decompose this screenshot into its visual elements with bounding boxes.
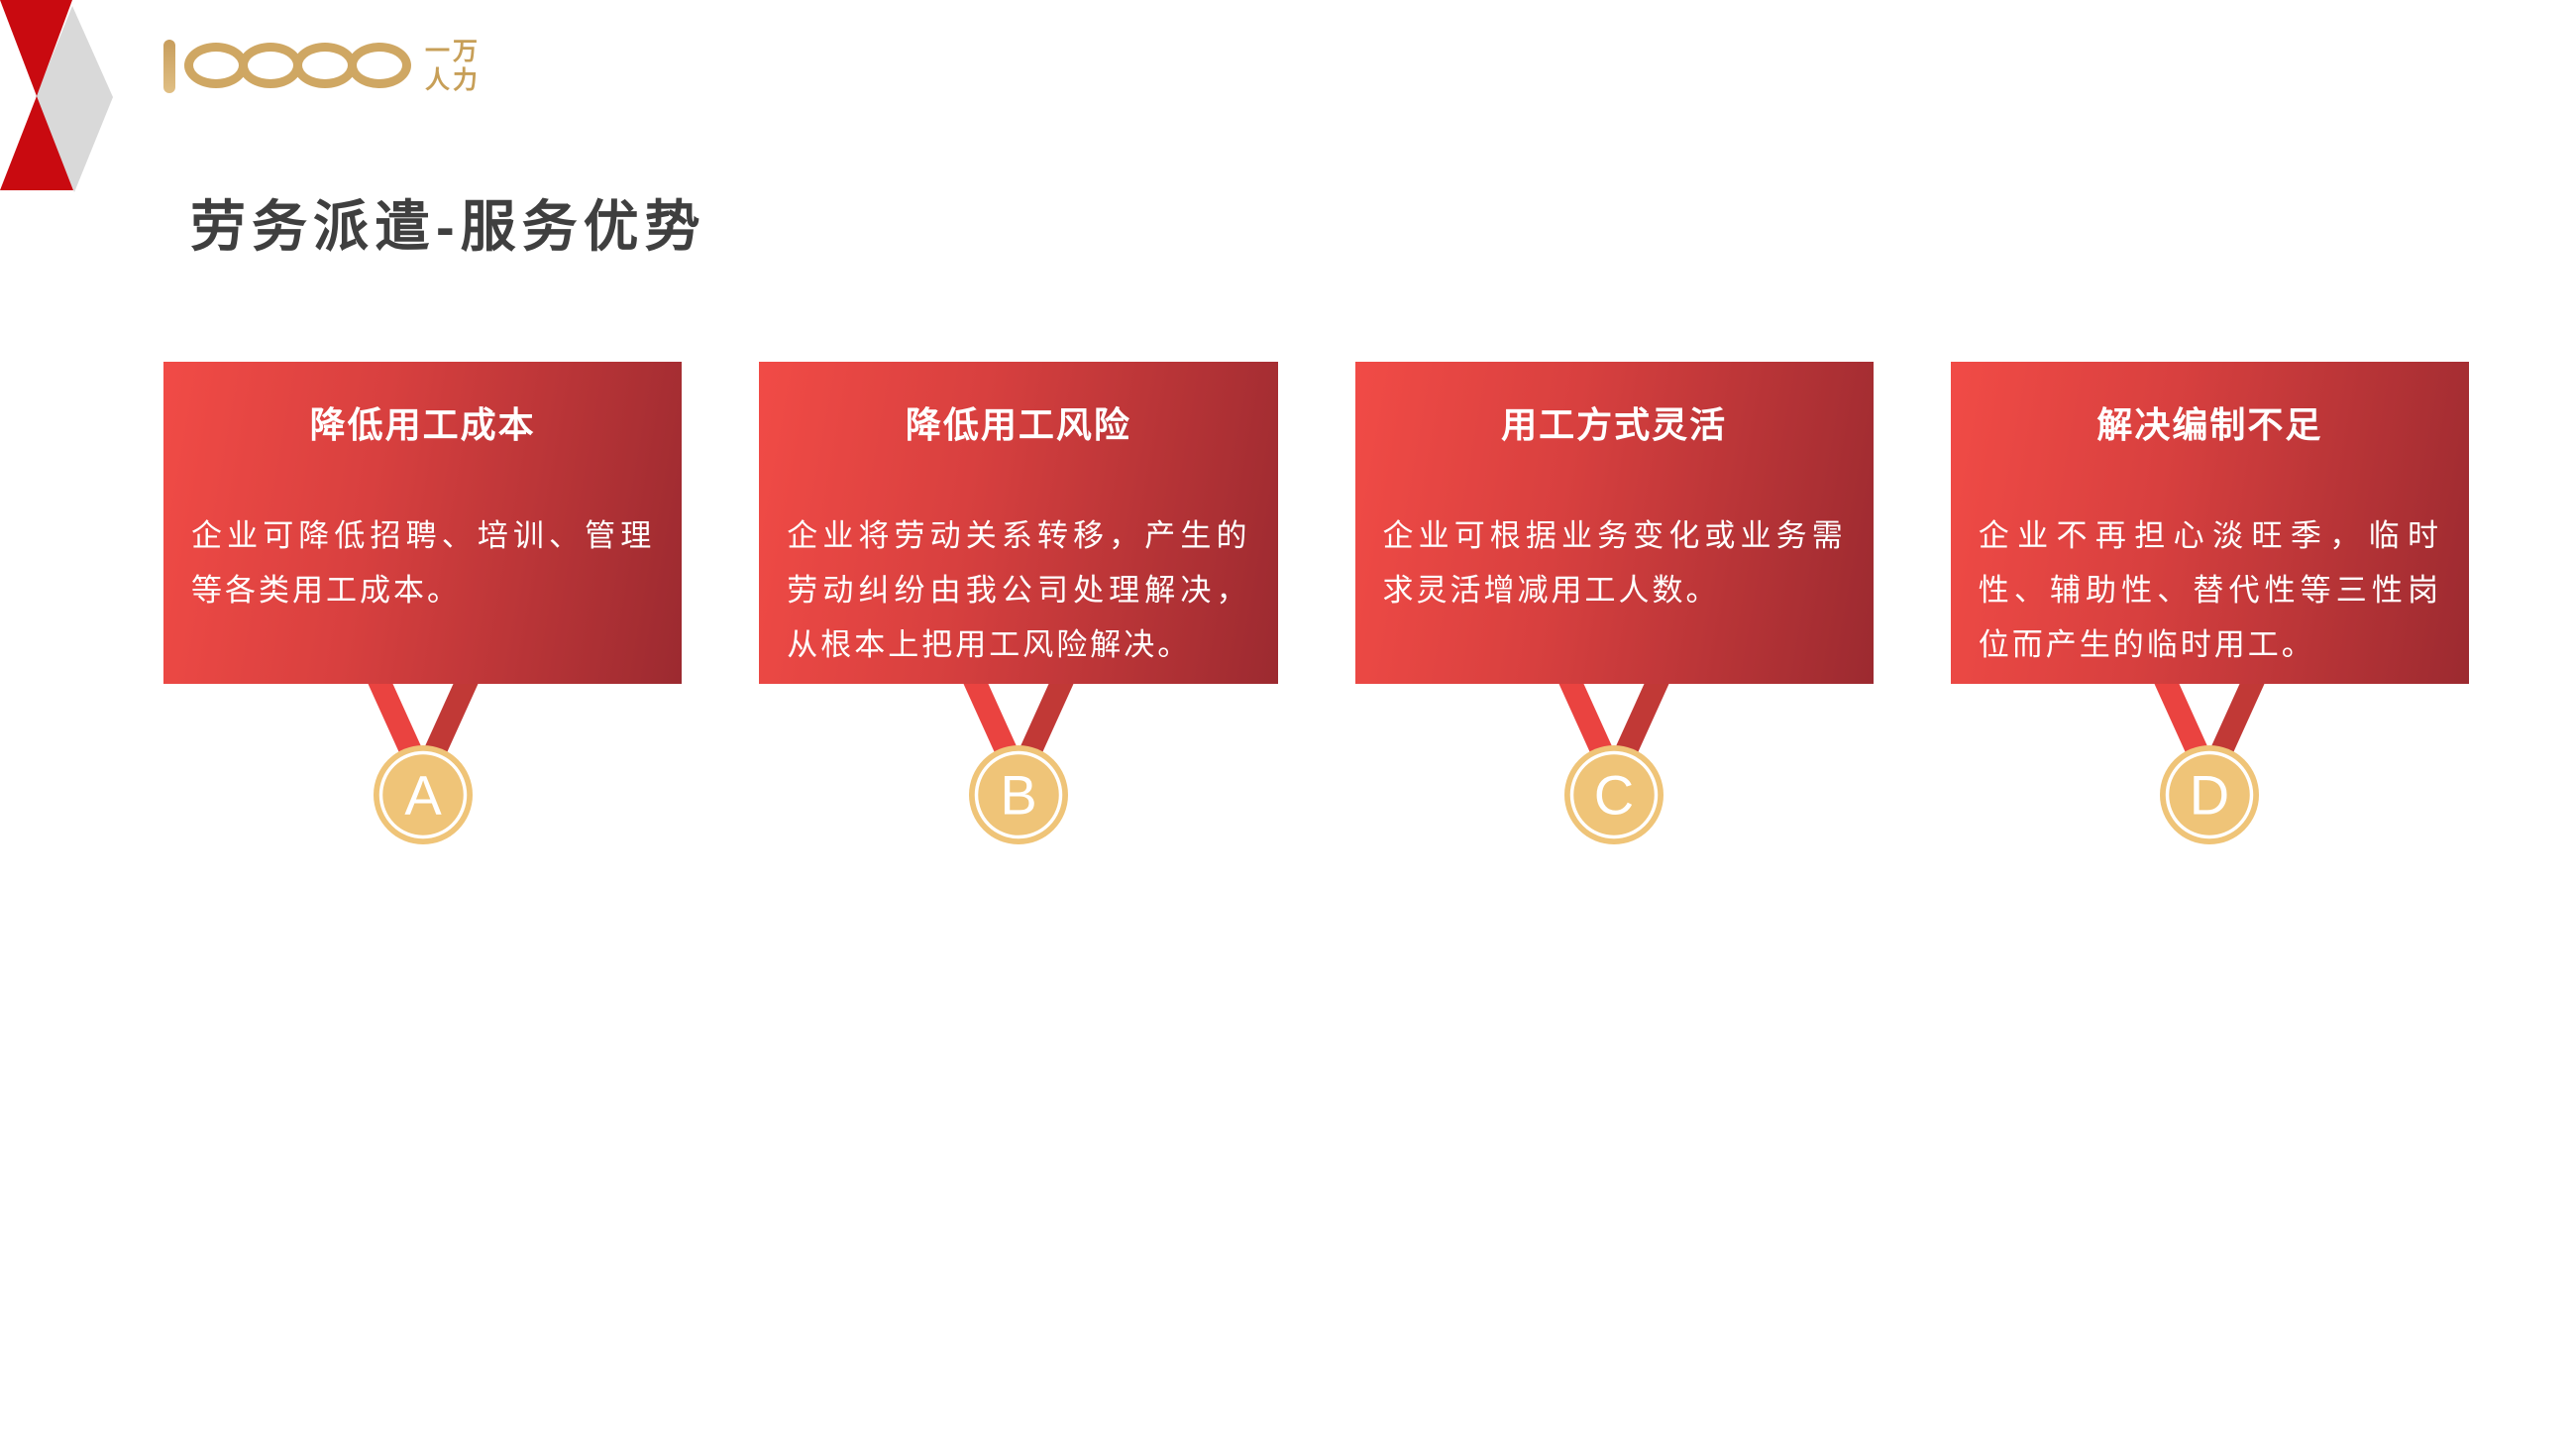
advantage-card-b: 降低用工风险 企业将劳动关系转移，产生的劳动纠纷由我公司处理解决，从根本上把用工… xyxy=(759,362,1278,844)
card-title: 降低用工成本 xyxy=(309,404,536,445)
advantage-card-c: 用工方式灵活 企业可根据业务变化或业务需求灵活增减用工人数。 C xyxy=(1354,362,1874,844)
medal-ring-icon xyxy=(974,750,1063,839)
card-body: 企业将劳动关系转移，产生的劳动纠纷由我公司处理解决，从根本上把用工风险解决。 xyxy=(787,518,1250,663)
corner-decoration xyxy=(0,0,113,192)
card-panel: 降低用工成本 企业可降低招聘、培训、管理等各类用工成本。 xyxy=(163,362,683,684)
logo-chain-rings-icon xyxy=(184,42,411,88)
red-hourglass-bottom-icon xyxy=(0,96,73,190)
page-title: 劳务派遣-服务优势 xyxy=(190,194,706,258)
medal-badge-a: A xyxy=(344,684,502,852)
card-panel: 解决编制不足 企业不再担心淡旺季，临时性、辅助性、替代性等三性岗位而产生的临时用… xyxy=(1950,362,2469,684)
brand-logo: 一万 人力 xyxy=(163,36,481,95)
medal-badge-b: B xyxy=(939,684,1098,852)
logo-digit-one-icon xyxy=(163,39,175,93)
medal-letter: D xyxy=(2190,764,2229,827)
card-panel: 降低用工风险 企业将劳动关系转移，产生的劳动纠纷由我公司处理解决，从根本上把用工… xyxy=(759,362,1278,684)
advantage-cards: 降低用工成本 企业可降低招聘、培训、管理等各类用工成本。 A 降低用工风险 企业… xyxy=(163,362,2469,844)
medal-ring-icon xyxy=(1569,750,1659,839)
advantage-card-d: 解决编制不足 企业不再担心淡旺季，临时性、辅助性、替代性等三性岗位而产生的临时用… xyxy=(1950,362,2469,844)
medal-circle-icon xyxy=(1564,745,1664,844)
medal-circle-icon xyxy=(373,745,473,844)
medal-ring-icon xyxy=(378,750,467,839)
medal-circle-icon xyxy=(968,745,1068,844)
logo-tagline-top: 一万 xyxy=(425,38,482,65)
card-body: 企业不再担心淡旺季，临时性、辅助性、替代性等三性岗位而产生的临时用工。 xyxy=(1978,518,2441,663)
card-title: 解决编制不足 xyxy=(2096,404,2323,445)
advantage-card-a: 降低用工成本 企业可降低招聘、培训、管理等各类用工成本。 A xyxy=(163,362,683,844)
card-body: 企业可降低招聘、培训、管理等各类用工成本。 xyxy=(191,518,655,609)
card-title: 降低用工风险 xyxy=(905,404,1131,445)
medal-letter: C xyxy=(1594,764,1634,827)
gray-diamond-icon xyxy=(36,6,113,192)
medal-circle-icon xyxy=(2160,745,2260,844)
logo-tagline: 一万 人力 xyxy=(425,38,481,95)
medal-letter: A xyxy=(404,764,442,827)
medal-ring-icon xyxy=(2166,750,2254,839)
medal-letter: B xyxy=(1000,764,1036,827)
card-title: 用工方式灵活 xyxy=(1501,404,1728,445)
medal-badge-c: C xyxy=(1535,684,1693,852)
red-hourglass-top-icon xyxy=(0,0,72,96)
medal-badge-d: D xyxy=(2130,684,2289,852)
card-panel: 用工方式灵活 企业可根据业务变化或业务需求灵活增减用工人数。 xyxy=(1354,362,1874,684)
card-body: 企业可根据业务变化或业务需求灵活增减用工人数。 xyxy=(1382,518,1846,609)
logo-tagline-bottom: 人力 xyxy=(425,65,482,94)
